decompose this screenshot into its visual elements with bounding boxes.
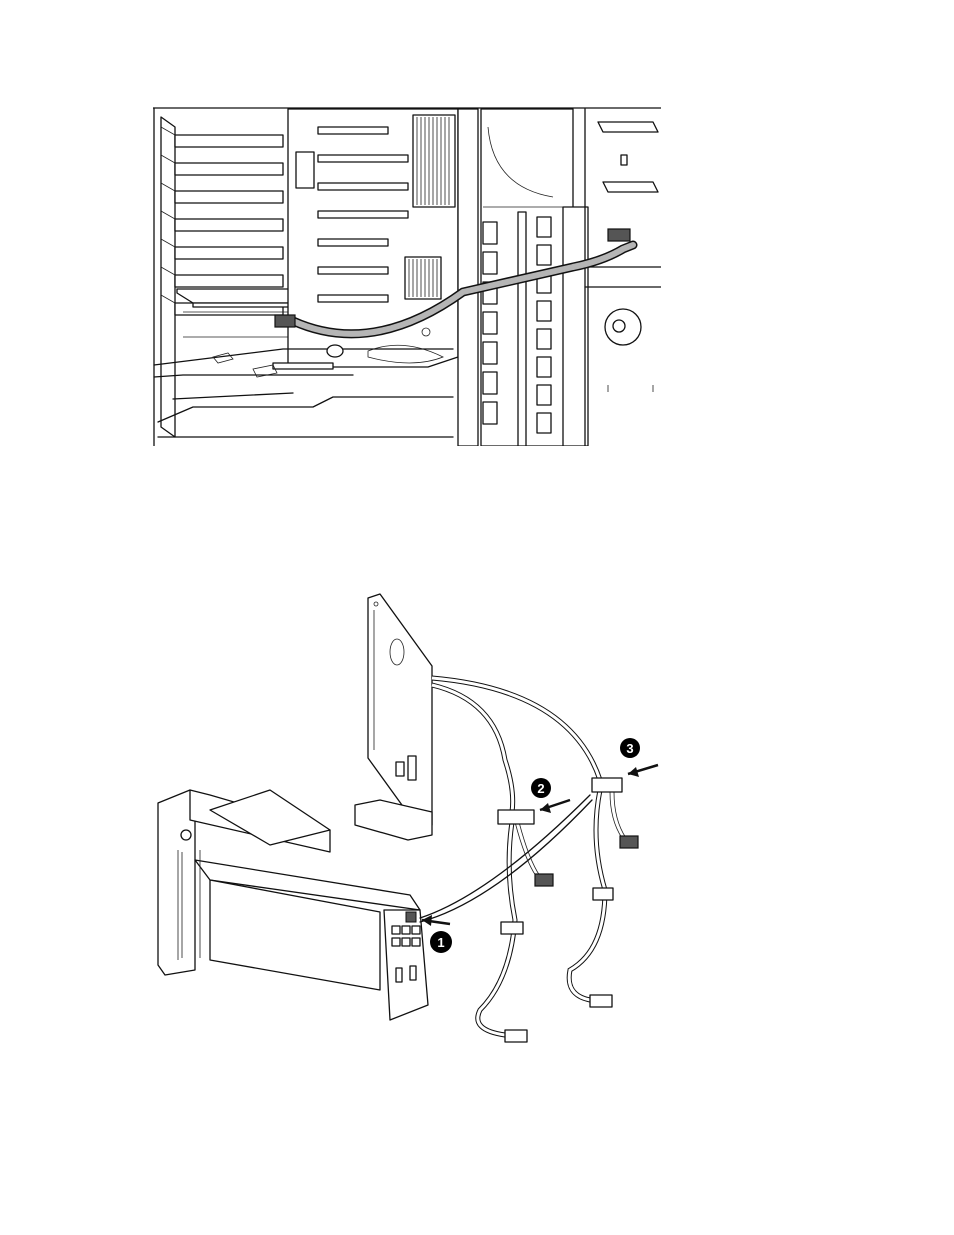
drive-power-plug-left [505, 1030, 527, 1042]
media-bay [585, 109, 661, 446]
chassis-drawing [153, 107, 661, 446]
callout-3: 3 [620, 738, 640, 758]
inline-connector-right [593, 888, 613, 900]
callout-1-label: 1 [437, 935, 444, 950]
backplane-end-connector [608, 229, 630, 241]
vertical-bracket [355, 594, 432, 840]
callout-1: 1 [430, 931, 452, 953]
cable-routing-illustration: 1 2 3 [150, 590, 670, 1060]
callout-2-label: 2 [537, 781, 544, 796]
callout-2: 2 [531, 778, 551, 798]
connector-2-plug [535, 874, 553, 886]
riser-drawing: 1 2 3 [150, 590, 670, 1060]
installed-cable-illustration [153, 107, 661, 446]
connector-3-plug [620, 836, 638, 848]
power-cables [420, 678, 626, 1035]
inline-connector-left [501, 922, 523, 934]
connector-3-housing [592, 778, 622, 792]
riser-cable-port [406, 912, 416, 922]
callout-3-label: 3 [626, 741, 633, 756]
card-end-connector [275, 315, 295, 327]
connector-2-housing [498, 810, 534, 824]
expansion-slot-covers [161, 117, 283, 437]
drive-power-plug-right [590, 995, 612, 1007]
